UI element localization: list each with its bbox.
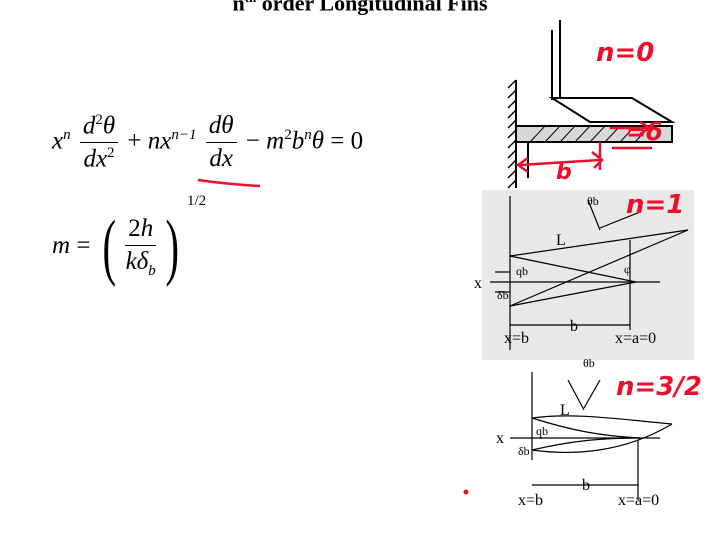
eq2-exponent: 1/2 bbox=[186, 193, 207, 210]
eq2-equals: = bbox=[76, 232, 91, 260]
handwritten-n-equals-1: n=1 bbox=[626, 190, 685, 220]
profile-figure-bottom bbox=[510, 372, 673, 500]
bottom-x-eq-b-label: x=b bbox=[518, 492, 544, 509]
handwritten-delta: =δ bbox=[626, 118, 663, 146]
eq1-dx-exp: 2 bbox=[107, 145, 115, 162]
profile-figure-top bbox=[482, 190, 694, 360]
top-L-label: L bbox=[556, 232, 566, 249]
slide-title: nth order Longitudinal Fins bbox=[0, 0, 720, 16]
fin-sketch bbox=[507, 20, 676, 189]
top-x-label: x bbox=[474, 275, 482, 292]
eq2-den: kδ bbox=[125, 248, 149, 275]
eq1-b: b bbox=[291, 127, 305, 155]
bottom-b-label: b bbox=[582, 477, 590, 494]
eq1-theta2: θ bbox=[311, 127, 324, 155]
eq2-m: m bbox=[52, 232, 71, 260]
handwritten-n-equals-0: n=0 bbox=[596, 38, 655, 68]
top-theta-b-label: θb bbox=[587, 194, 599, 208]
bottom-L-label: L bbox=[560, 402, 570, 419]
title-sup: th bbox=[245, 0, 257, 5]
eq1-d: d bbox=[82, 112, 96, 140]
m-definition: m = ( 22hh kδb ) 1/2 bbox=[52, 193, 210, 290]
eq1-nx: nx bbox=[147, 127, 172, 155]
eq1-m: m bbox=[266, 127, 285, 155]
sketch-annotations bbox=[515, 120, 653, 174]
bottom-x-eq-a-label: x=a=0 bbox=[618, 492, 660, 509]
bottom-x-label: x bbox=[496, 430, 504, 447]
top-x-eq-a-label: x=a=0 bbox=[615, 330, 657, 347]
eq1-x: x bbox=[52, 127, 64, 155]
eq1-dx2: dx bbox=[209, 145, 233, 173]
red-dot bbox=[463, 489, 469, 495]
top-qb-label: qb bbox=[516, 264, 528, 278]
title-rest: order Longitudinal Fins bbox=[261, 0, 488, 16]
eq1-plus: + bbox=[127, 127, 142, 155]
governing-equation: xn d2θ dx2 + nxn−1 dθ dx − m2bnθ = 0 bbox=[52, 112, 363, 174]
eq1-second-derivative: d2θ dx2 bbox=[79, 112, 119, 174]
eq1-dx: dx bbox=[83, 145, 108, 173]
eq1-b-exp: n bbox=[304, 127, 312, 144]
title-n: n bbox=[232, 0, 245, 16]
top-deltab-label: δb bbox=[497, 288, 509, 302]
eq1-n-minus-1: n−1 bbox=[171, 127, 197, 144]
eq2-left-paren: ( bbox=[102, 206, 116, 288]
eq2-fraction: 22hh kδb bbox=[125, 215, 157, 279]
bottom-deltab-label: δb bbox=[518, 444, 530, 458]
eq1-equals: = 0 bbox=[330, 127, 364, 155]
eq1-theta: θ bbox=[102, 112, 116, 140]
handwritten-n-equals-3-2: n=3/2 bbox=[616, 372, 702, 402]
red-underline bbox=[197, 178, 261, 188]
eq1-minus: − bbox=[245, 127, 260, 155]
top-b-label: b bbox=[570, 318, 578, 335]
top-phi-label: φ bbox=[624, 262, 631, 276]
bottom-qb-label: qb bbox=[536, 424, 548, 438]
eq2-den-sub: b bbox=[148, 263, 156, 279]
eq1-m-exp: 2 bbox=[284, 127, 292, 144]
eq1-two: 2 bbox=[95, 112, 103, 128]
eq1-first-derivative: dθ dx bbox=[205, 112, 237, 173]
eq1-n-exp: n bbox=[63, 127, 71, 144]
eq1-dtheta: dθ bbox=[205, 112, 237, 144]
handwritten-b: b bbox=[556, 160, 572, 185]
bottom-theta-b-label: θb bbox=[583, 356, 595, 370]
top-x-eq-b-label: x=b bbox=[504, 330, 530, 347]
eq2-right-paren: ) bbox=[165, 206, 180, 288]
